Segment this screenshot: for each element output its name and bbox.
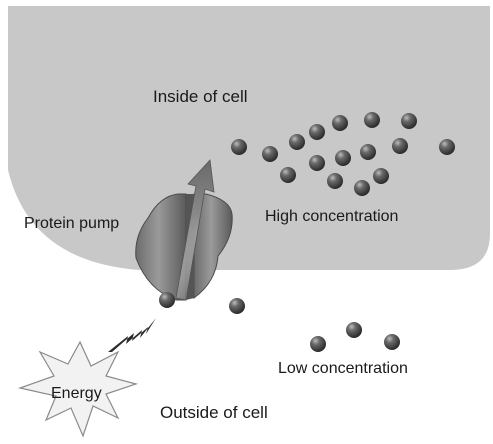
molecule [310, 336, 326, 352]
molecule [354, 180, 370, 196]
molecule [229, 298, 245, 314]
molecule [439, 139, 455, 155]
molecule [373, 168, 389, 184]
inside-molecules [231, 112, 455, 196]
molecule [309, 155, 325, 171]
protein-pump-label: Protein pump [24, 215, 119, 232]
molecule [262, 146, 278, 162]
molecule [327, 173, 343, 189]
low-concentration-label: Low concentration [278, 360, 408, 377]
molecule [346, 322, 362, 338]
outside-of-cell-label: Outside of cell [160, 403, 268, 422]
molecule [332, 115, 348, 131]
outside-molecules [159, 292, 400, 352]
high-concentration-label: High concentration [265, 208, 398, 225]
molecule [392, 138, 408, 154]
molecule [360, 144, 376, 160]
cell-body [8, 6, 490, 270]
molecule [335, 150, 351, 166]
lightning-bolt-icon [108, 318, 156, 352]
molecule [159, 292, 175, 308]
molecule [401, 113, 417, 129]
molecule [231, 139, 247, 155]
molecule [309, 124, 325, 140]
molecule [364, 112, 380, 128]
energy-burst-icon [17, 340, 139, 438]
protein-pump-icon [135, 193, 233, 301]
inside-of-cell-label: Inside of cell [153, 87, 248, 106]
molecule [289, 134, 305, 150]
molecule [280, 167, 296, 183]
energy-label: Energy [51, 385, 102, 402]
transport-arrow-icon [175, 159, 215, 301]
molecule [384, 334, 400, 350]
